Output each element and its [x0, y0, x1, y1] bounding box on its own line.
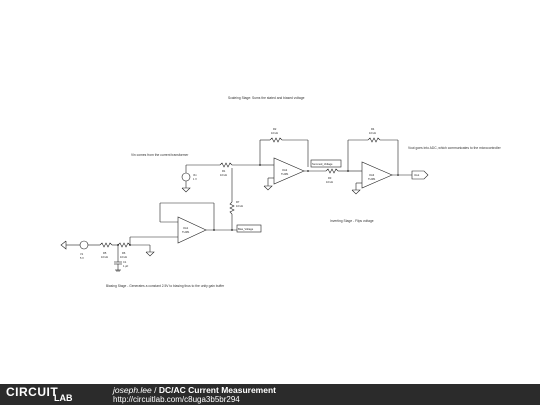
c1-name: C1 [123, 260, 127, 264]
r6-resistor [117, 242, 131, 248]
oa1-symbol [177, 216, 207, 244]
vin-source-symbol [181, 172, 191, 182]
schematic-svg: V1 5 V R5 10 kΩ R6 10 kΩ C1 1 µF OA1 TL0… [60, 127, 429, 272]
r1-value: 10 kΩ [220, 173, 227, 177]
circuit-title: DC/AC Current Measurement [158, 385, 276, 395]
r6-value: 10 kΩ [120, 255, 127, 259]
c1-value: 1 µF [123, 264, 129, 268]
r5-name: R5 [103, 251, 107, 255]
v1-value: 5 V [80, 256, 84, 260]
oa3-name: OA3 [369, 173, 375, 177]
r1-resistor [219, 162, 233, 168]
footer-bar: CIRCUIT LAB joseph.lee / DC/AC Current M… [0, 384, 540, 405]
author-link[interactable]: joseph.lee [113, 385, 152, 395]
r3-name: R3 [328, 176, 332, 180]
r2-name: R2 [273, 127, 277, 131]
v1-name: V1 [80, 252, 84, 256]
note-output: Vout goes into ADC, which communicates t… [408, 146, 501, 150]
footer-title: joseph.lee / DC/AC Current Measurement [113, 385, 276, 395]
oa1-name: OA1 [183, 226, 189, 230]
r6-name: R6 [122, 251, 126, 255]
vin-value: 1 V [193, 177, 197, 181]
note-scaling: Scaleing Stage: Sums the stated and bias… [228, 96, 305, 100]
r7-value: 10 kΩ [236, 204, 243, 208]
r2-value: 10 kΩ [271, 131, 278, 135]
oa3-symbol [361, 161, 393, 189]
circuitlab-logo-lab: LAB [54, 393, 73, 403]
r1-name: R1 [222, 169, 226, 173]
r4-name: R4 [371, 127, 375, 131]
circuitlab-logo[interactable]: CIRCUIT [6, 385, 59, 399]
schematic-canvas[interactable]: V1 5 V R5 10 kΩ R6 10 kΩ C1 1 µF OA1 TL0… [0, 0, 540, 384]
r7-name: R7 [236, 200, 240, 204]
r3-value: 10 kΩ [326, 180, 333, 184]
circuit-url[interactable]: http://circuitlab.com/c8uga3b5br294 [113, 395, 240, 404]
oa2-name: OA2 [282, 168, 288, 172]
r5-value: 10 kΩ [101, 255, 108, 259]
title-separator: / [151, 385, 159, 395]
bias-label: Bias_Voltage [238, 227, 254, 231]
v1-source-symbol [79, 240, 89, 250]
oa2-value: TL081 [281, 172, 289, 176]
vin-name: Vin [193, 173, 197, 177]
note-inverting: Inverting Stage - Flips voltage [330, 219, 374, 223]
oa1-value: TL081 [182, 230, 190, 234]
oa3-value: TL081 [368, 177, 376, 181]
r2-resistor [269, 137, 283, 143]
summed-label: Summed_Voltage [312, 162, 333, 166]
r3-resistor [325, 168, 339, 174]
note-vin: Vin comes from the current transformer [131, 153, 189, 157]
r7-resistor [229, 201, 235, 215]
r4-value: 10 kΩ [369, 131, 376, 135]
r5-resistor [99, 242, 113, 248]
vout-label: Vout [414, 173, 419, 177]
r4-resistor [367, 137, 381, 143]
oa2-symbol [273, 157, 305, 185]
note-biasing: Biasing Stage - Generates a constant 2.5… [106, 284, 225, 288]
